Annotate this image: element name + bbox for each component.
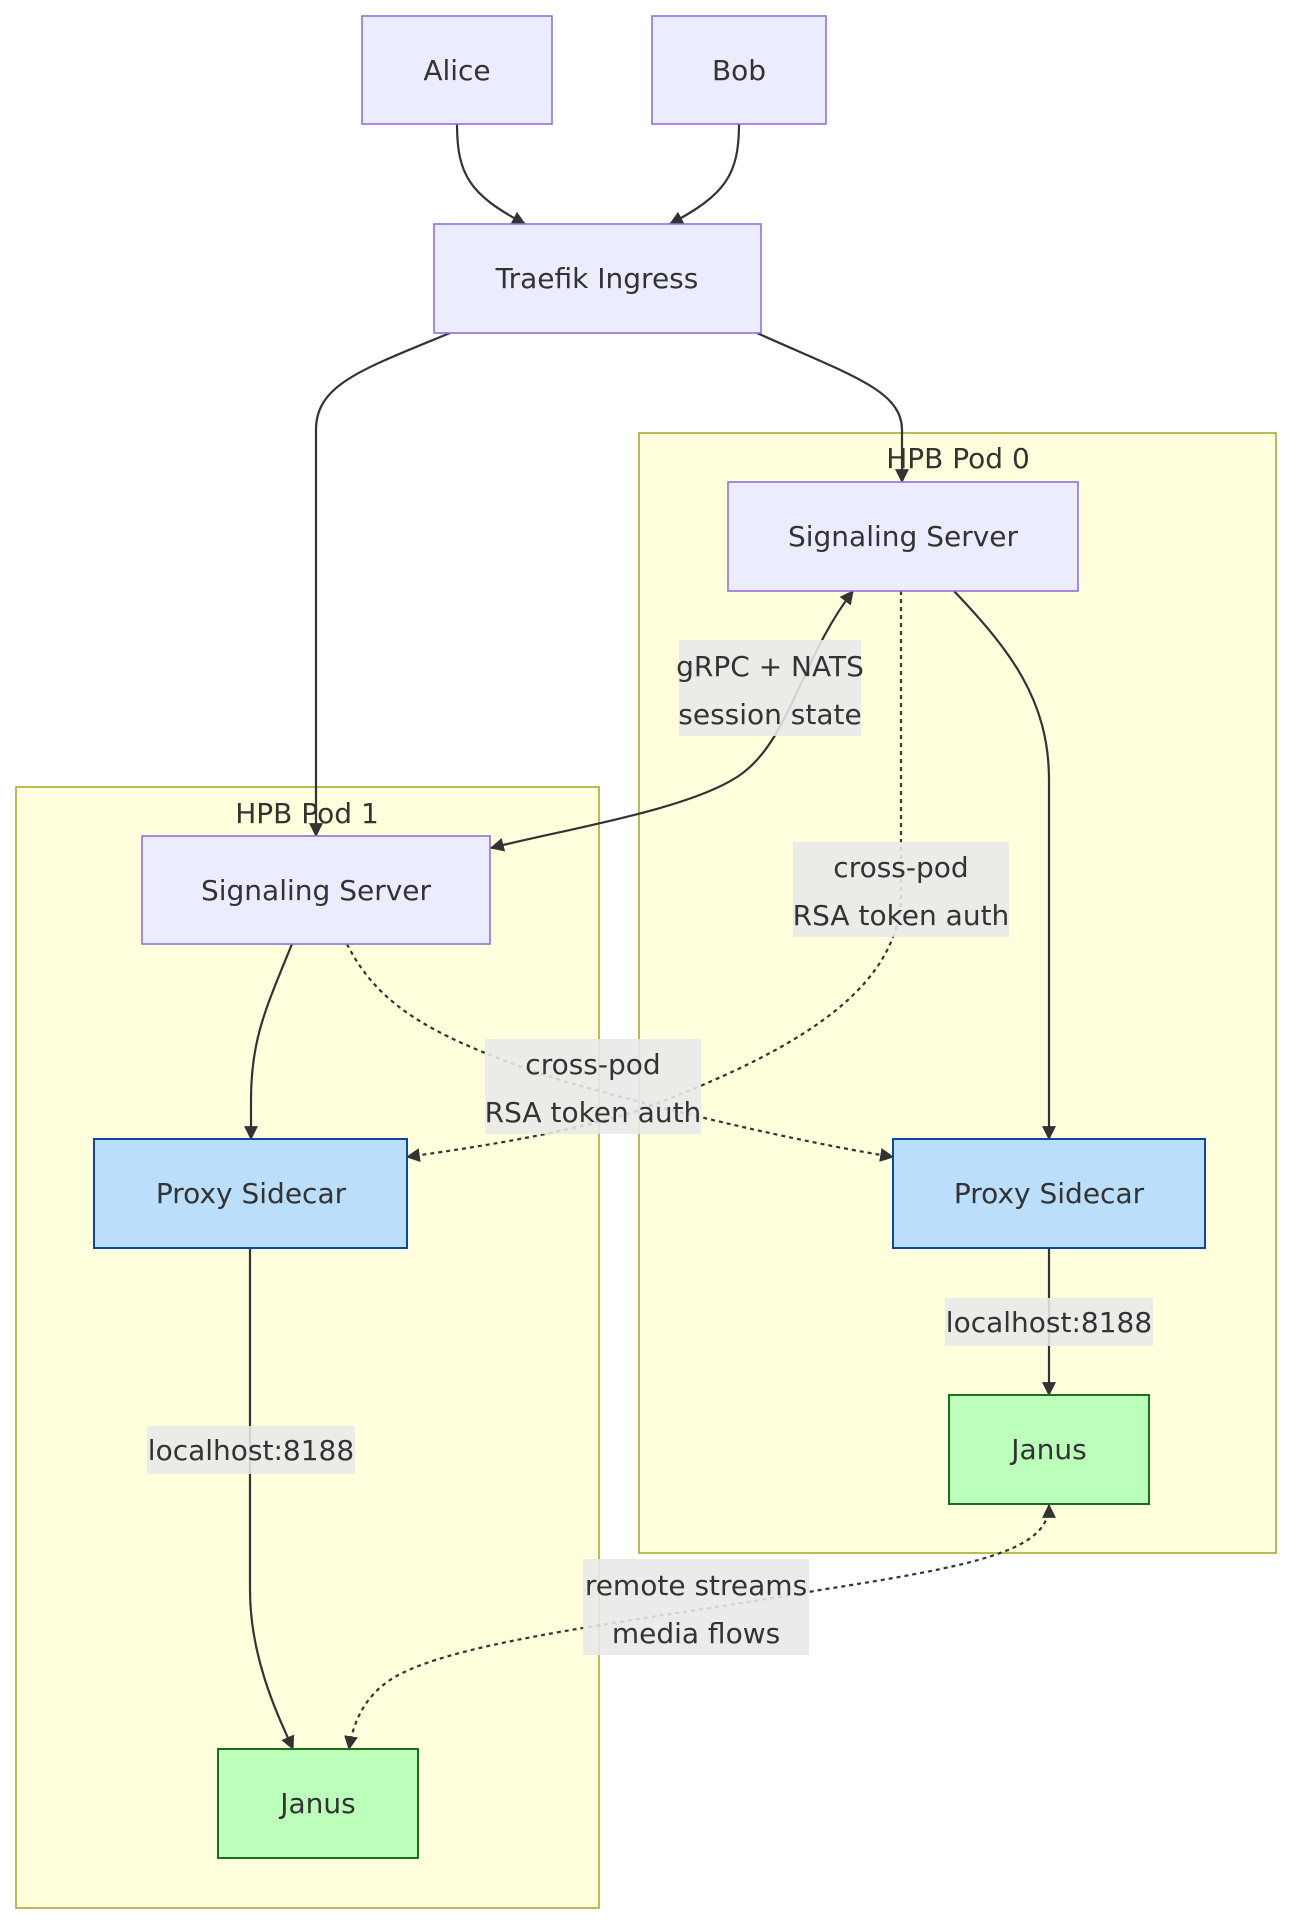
cluster-hpb-pod-0: HPB Pod 0 — [638, 432, 1277, 1554]
svg-text:remote streams: remote streams — [585, 1569, 807, 1602]
svg-text:media flows: media flows — [612, 1617, 780, 1650]
svg-text:Janus: Janus — [1009, 1433, 1087, 1466]
svg-text:session state: session state — [678, 698, 861, 731]
svg-text:gRPC + NATS: gRPC + NATS — [676, 650, 864, 683]
edge-label-grpc-nats: gRPC + NATS session state — [676, 640, 864, 736]
svg-text:Proxy Sidecar: Proxy Sidecar — [156, 1177, 347, 1210]
edge-bob-traefik — [668, 123, 741, 225]
node-bob[interactable]: Bob — [651, 15, 827, 125]
cluster-label-hpb-pod-0: HPB Pod 0 — [886, 442, 1030, 475]
svg-text:Signaling Server: Signaling Server — [201, 874, 432, 907]
edge-label-remote-streams: remote streams media flows — [583, 1559, 809, 1655]
svg-text:localhost:8188: localhost:8188 — [946, 1306, 1152, 1339]
svg-text:Bob: Bob — [712, 54, 766, 87]
svg-text:RSA token auth: RSA token auth — [793, 899, 1010, 932]
edge-traefik-sig1 — [309, 331, 451, 838]
svg-text:Alice: Alice — [423, 54, 490, 87]
edge-sig0-proxy0 — [953, 590, 1056, 1141]
edge-label-localhost-pod0: localhost:8188 — [945, 1298, 1153, 1346]
node-signaling-server-pod0[interactable]: Signaling Server — [727, 481, 1079, 592]
svg-text:Signaling Server: Signaling Server — [788, 520, 1019, 553]
svg-text:Janus: Janus — [278, 1787, 356, 1820]
edge-sig1-proxy1 — [244, 943, 294, 1141]
svg-text:Traefik Ingress: Traefik Ingress — [495, 262, 699, 295]
svg-text:cross-pod: cross-pod — [833, 851, 968, 884]
edge-janus0-janus1 — [344, 1503, 1056, 1751]
edge-sig1-proxy0 — [346, 943, 895, 1162]
node-signaling-server-pod1[interactable]: Signaling Server — [141, 835, 491, 945]
edge-alice-traefik — [455, 123, 527, 225]
svg-text:RSA token auth: RSA token auth — [485, 1096, 702, 1129]
edge-label-cross-pod-right: cross-pod RSA token auth — [793, 842, 1010, 937]
edge-label-localhost-pod1: localhost:8188 — [147, 1426, 355, 1474]
svg-text:Proxy Sidecar: Proxy Sidecar — [954, 1177, 1145, 1210]
cluster-label-hpb-pod-1: HPB Pod 1 — [235, 797, 379, 830]
node-janus-pod0[interactable]: Janus — [948, 1394, 1150, 1505]
edge-proxy1-janus1 — [248, 1248, 295, 1751]
node-proxy-sidecar-pod0[interactable]: Proxy Sidecar — [892, 1138, 1206, 1249]
node-proxy-sidecar-pod1[interactable]: Proxy Sidecar — [93, 1138, 408, 1249]
node-janus-pod1[interactable]: Janus — [217, 1748, 419, 1859]
cluster-hpb-pod-1: HPB Pod 1 — [15, 786, 600, 1909]
svg-text:cross-pod: cross-pod — [525, 1048, 660, 1081]
svg-text:localhost:8188: localhost:8188 — [148, 1434, 354, 1467]
node-traefik-ingress[interactable]: Traefik Ingress — [433, 223, 762, 334]
edge-label-cross-pod-center: cross-pod RSA token auth — [485, 1039, 702, 1134]
node-alice[interactable]: Alice — [361, 15, 553, 125]
edge-traefik-sig0 — [756, 331, 909, 484]
